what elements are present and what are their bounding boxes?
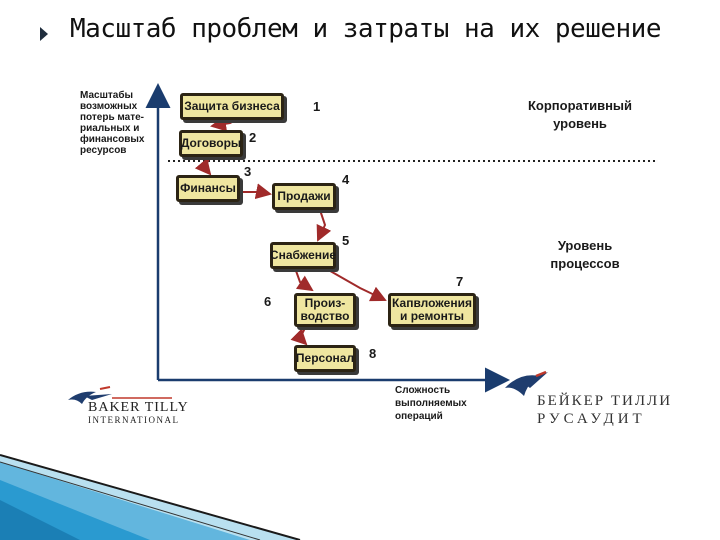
arrow-4-to-5: [316, 209, 332, 242]
rusaudit-logo-text: БЕЙКЕР ТИЛЛИ: [537, 393, 673, 409]
box-contracts: Договоры: [179, 130, 243, 157]
box-number-8: 8: [369, 346, 377, 361]
box-number-7: 7: [456, 274, 464, 289]
box-business-protection: Защита бизнеса: [180, 93, 284, 120]
bullet-arrow-icon: [40, 27, 48, 41]
y-axis-label: Масштабы возможных потерь мате-риальных …: [80, 90, 145, 156]
box-number-1: 1: [313, 99, 321, 114]
box-finance: Финансы: [176, 175, 240, 202]
box-number-6: 6: [264, 294, 272, 309]
arrow-2-to-3: [194, 155, 212, 176]
box-number-2: 2: [249, 130, 257, 145]
rusaudit-bird-icon: [505, 370, 548, 396]
corporate-level-label: Корпоративный уровень: [527, 98, 633, 131]
box-number-3: 3: [244, 164, 252, 179]
box-sales: Продажи: [272, 183, 336, 210]
baker-tilly-bird-icon: [68, 386, 172, 404]
baker-tilly-logo-subtext: INTERNATIONAL: [88, 415, 180, 425]
process-level-label: Уровень процессов: [550, 238, 620, 271]
box-production: Произ- водство: [294, 293, 356, 327]
arrow-5-to-6: [294, 267, 314, 292]
rusaudit-logo-subtext: РУСАУДИТ: [537, 411, 646, 427]
slide-title: Масштаб проблем и затраты на их решение: [70, 14, 661, 44]
arrow-6-to-8: [290, 327, 308, 346]
box-capital-investments: Капвложения и ремонты: [388, 293, 476, 327]
box-number-5: 5: [342, 233, 350, 248]
box-number-4: 4: [342, 172, 350, 187]
x-axis-label: Сложность выполняемых операций: [395, 385, 467, 422]
arrow-3-to-4: [238, 183, 272, 200]
box-supply: Снабжение: [270, 242, 336, 269]
arrow-5-to-7: [324, 267, 387, 302]
baker-tilly-logo-text: BAKER TILLY: [88, 400, 189, 415]
box-personnel: Персонал: [294, 345, 356, 372]
